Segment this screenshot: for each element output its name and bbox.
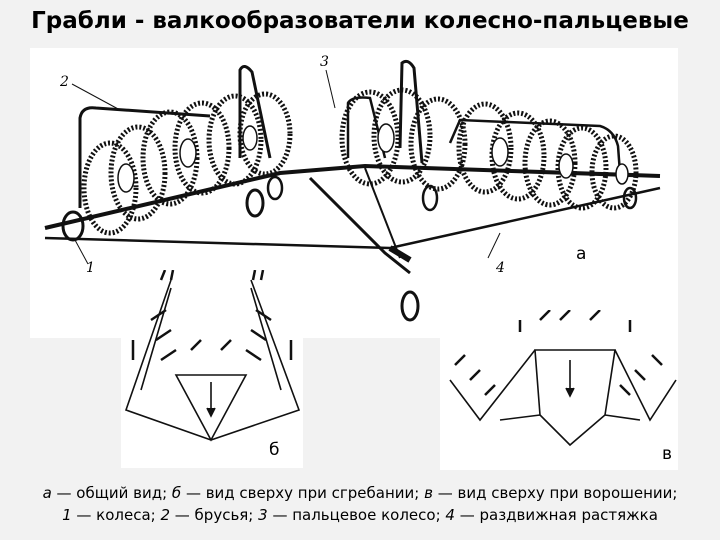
figure-label-b: б [269, 440, 280, 460]
caption-t4: — раздвижная растяжка [454, 506, 658, 524]
callout-4: 4 [496, 260, 505, 276]
caption-a-text: — общий вид; [51, 484, 172, 502]
raking-top-view-drawing [124, 270, 301, 442]
caption-n3: 3 [258, 506, 268, 524]
figure-label-a: а [576, 244, 587, 264]
callout-1: 1 [86, 260, 95, 276]
caption-n2: 2 [160, 506, 171, 524]
caption-t3: — пальцевое колесо; [267, 506, 446, 524]
rake-general-view-drawing [44, 59, 661, 322]
caption-v-text: — вид сверху при ворошении; [432, 484, 678, 502]
figure-b-raking-top-view: б [121, 270, 303, 468]
tedding-top-view-drawing [449, 310, 677, 447]
caption-t1: — колеса; [71, 506, 161, 524]
caption-line-2: 1 — колеса; 2 — брусья; 3 — пальцевое ко… [0, 504, 720, 526]
slide-title: Грабли - валкообразователи колесно-пальц… [31, 8, 689, 34]
figure-label-v: в [662, 444, 673, 464]
caption-n1: 1 [62, 506, 72, 524]
caption-a-letter: а [42, 484, 52, 502]
caption-line-1: а — общий вид; б — вид сверху при сгреба… [0, 482, 720, 504]
caption-t2: — брусья; [170, 506, 259, 524]
caption-b-letter: б [171, 484, 182, 502]
caption-b-text: — вид сверху при сгребании; [181, 484, 425, 502]
figure-v-tedding-top-view: в [440, 310, 678, 470]
callout-3: 3 [320, 54, 329, 70]
callout-2: 2 [60, 74, 69, 90]
caption-n4: 4 [445, 506, 455, 524]
caption-v-letter: в [424, 484, 433, 502]
figure-caption: а — общий вид; б — вид сверху при сгреба… [0, 482, 720, 526]
